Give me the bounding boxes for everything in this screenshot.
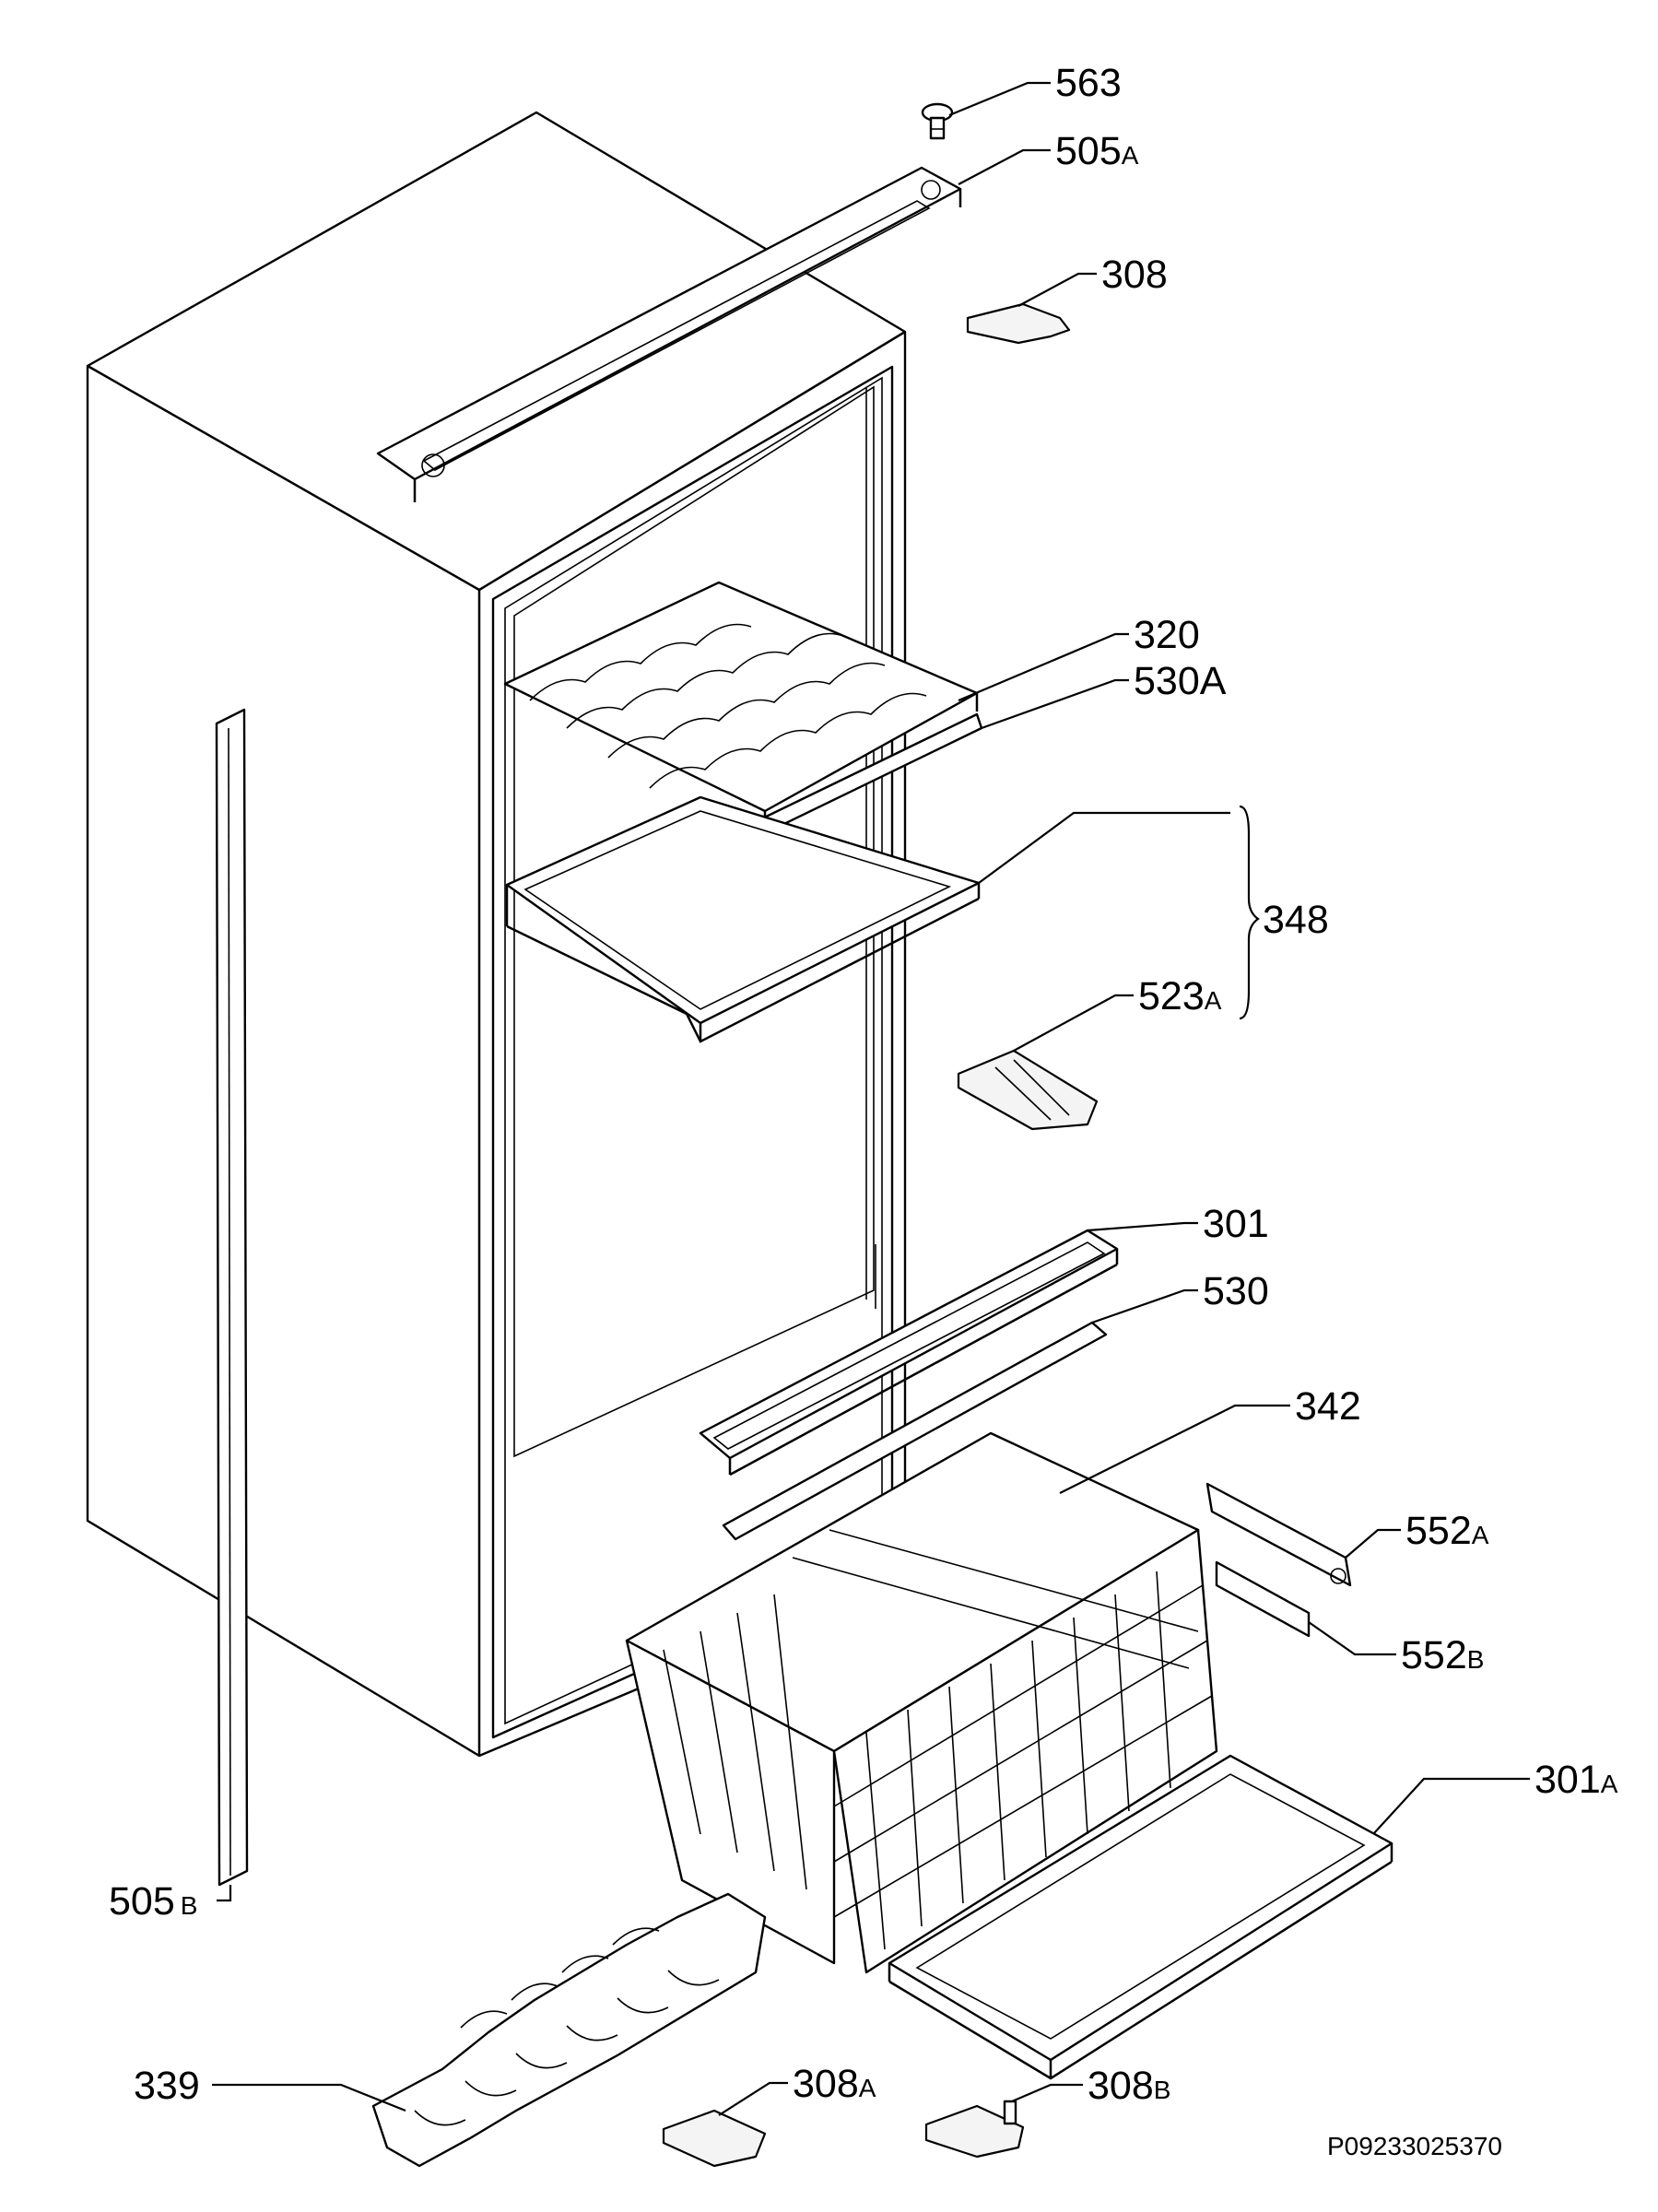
drawer-rails (1205, 1482, 1352, 1638)
callout-301: 301 (1203, 1202, 1269, 1246)
hinge-top (966, 302, 1071, 345)
hinge-bottom-right (924, 2100, 1025, 2159)
side-trim-strip (215, 708, 249, 1887)
callout-552B: 552B (1401, 1633, 1484, 1677)
bottom-tray (888, 1754, 1393, 2080)
screw-part (921, 102, 954, 140)
callout-308: 308 (1101, 253, 1168, 297)
callout-339: 339 (134, 2064, 200, 2108)
wire-basket (625, 1431, 1218, 1974)
callout-505A: 505A (1055, 129, 1139, 173)
top-trim-strip (376, 166, 962, 502)
reference-code: P09233025370 (1327, 2132, 1502, 2160)
callout-530A: 530A (1134, 659, 1227, 703)
bottle-rack (371, 1892, 767, 2168)
drawer-lid (699, 1229, 1119, 1477)
hinge-bottom-left (662, 2109, 767, 2168)
shelf-clip (957, 1049, 1099, 1131)
callout-301A: 301A (1535, 1758, 1618, 1802)
callout-563: 563 (1055, 61, 1122, 105)
callout-308A: 308A (793, 2062, 876, 2106)
glass-shelf (505, 795, 981, 1043)
callout-320: 320 (1134, 613, 1200, 657)
callout-552A: 552A (1405, 1509, 1489, 1553)
callout-labels: 563 505A 308 320 530A 348 523A 301 530 3… (109, 61, 1618, 2160)
leader-lines (212, 81, 1530, 2116)
callout-523A: 523A (1138, 974, 1222, 1018)
drawer-strip (722, 1321, 1108, 1541)
callout-530: 530 (1203, 1269, 1269, 1313)
callout-348: 348 (1263, 898, 1329, 942)
callout-342: 342 (1295, 1384, 1361, 1429)
callout-308B: 308B (1088, 2064, 1170, 2108)
